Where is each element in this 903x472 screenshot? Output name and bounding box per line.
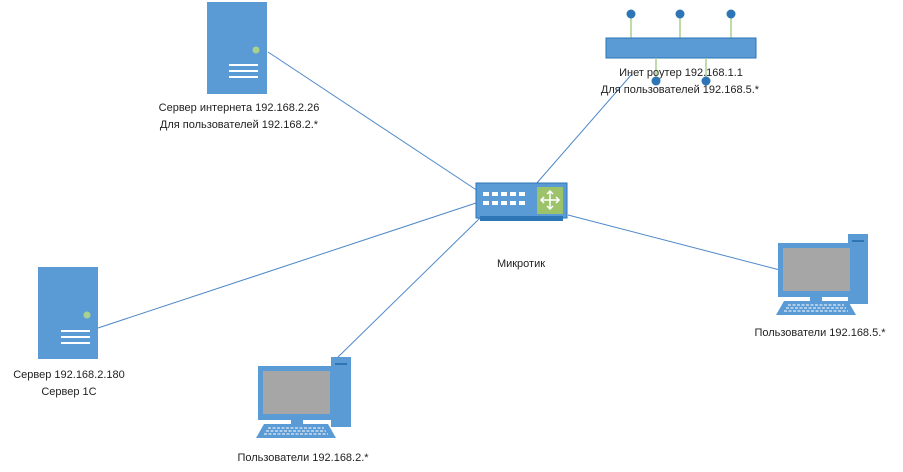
link-users-5	[567, 214, 781, 271]
switch-icon	[475, 182, 568, 221]
internet-server-label-line1: Сервер интернета 192.168.2.26	[159, 102, 320, 114]
router-label-line2: Для пользователей 192.168.5.*	[601, 84, 760, 96]
server-icon	[207, 2, 267, 94]
workstation-icon	[776, 234, 868, 315]
internet-server-label-line2: Для пользователей 192.168.2.*	[160, 119, 319, 131]
mikrotik-label: Микротик	[497, 258, 545, 270]
link-server-1c	[97, 202, 477, 329]
router-label-line1: Инет роутер 192.168.1.1	[619, 67, 743, 79]
server-1c-label-line2: Сервер 1С	[41, 386, 96, 398]
link-router	[535, 73, 633, 185]
users-2-label: Пользователи 192.168.2.*	[237, 452, 369, 464]
link-users-2	[334, 217, 481, 361]
links	[97, 51, 781, 361]
router-icon	[605, 9, 757, 86]
users-5-label: Пользователи 192.168.5.*	[754, 327, 886, 339]
workstation-icon	[256, 357, 351, 438]
server-icon	[38, 267, 98, 359]
server-1c-label-line1: Сервер 192.168.2.180	[13, 369, 125, 381]
link-internet-server	[267, 51, 479, 192]
